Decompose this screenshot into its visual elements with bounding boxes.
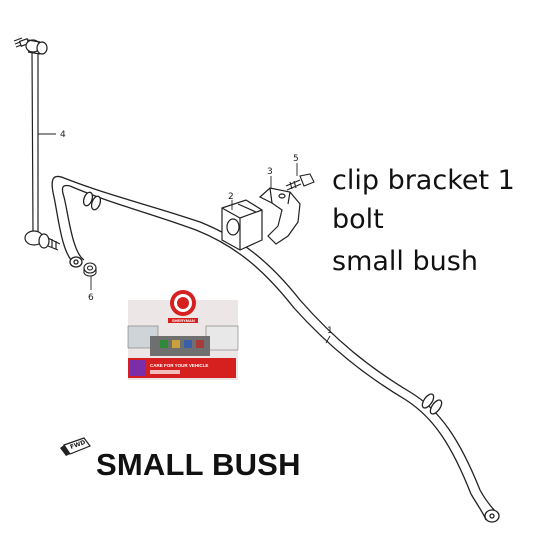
stabilizer-link: [13, 37, 61, 251]
part-number-2: 2: [228, 192, 234, 202]
part-number-3: 3: [267, 167, 273, 177]
brand-name-bar: [168, 318, 198, 323]
callout-bolt: bolt: [332, 204, 384, 235]
clip-bracket: [258, 187, 301, 245]
callout-clip-bracket: clip bracket 1: [332, 165, 515, 196]
part-number-1: 1: [327, 326, 333, 336]
headline: SMALL BUSH: [96, 447, 301, 482]
brand-name: SHERYMAN: [172, 318, 195, 323]
callout-small-bush: small bush: [332, 246, 478, 277]
fwd-arrow-icon: FWD: [60, 437, 91, 456]
part-number-6: 6: [88, 293, 94, 303]
nut: [83, 262, 97, 277]
stabilizer-bar: [51, 175, 500, 523]
brand-tagline: CARE FOR YOUR VEHICLE: [150, 363, 208, 368]
brand-logo: SHERYMAN CARE FOR YOUR VEHICLE: [127, 290, 239, 380]
small-bush: [221, 199, 263, 251]
bolt: [285, 173, 315, 191]
fwd-label: FWD: [69, 439, 86, 451]
part-number-5: 5: [293, 154, 299, 164]
part-number-4: 4: [60, 130, 66, 140]
